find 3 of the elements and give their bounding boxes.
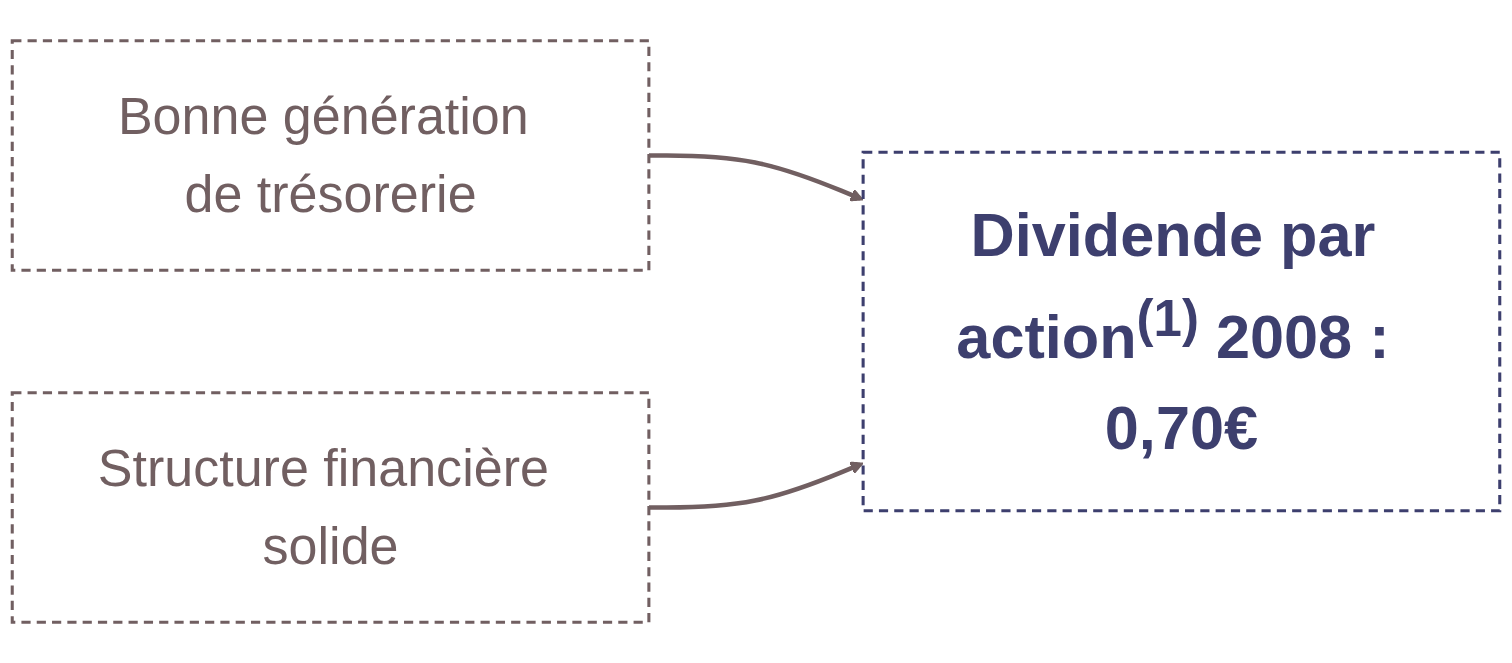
- node-box: Dividende par action$^{(1)}$ 2008 : 0,70€: [861, 150, 1502, 513]
- node-box: Bonne génération de trésorerie: [10, 39, 651, 272]
- node-box: Structure financière solide: [10, 391, 651, 624]
